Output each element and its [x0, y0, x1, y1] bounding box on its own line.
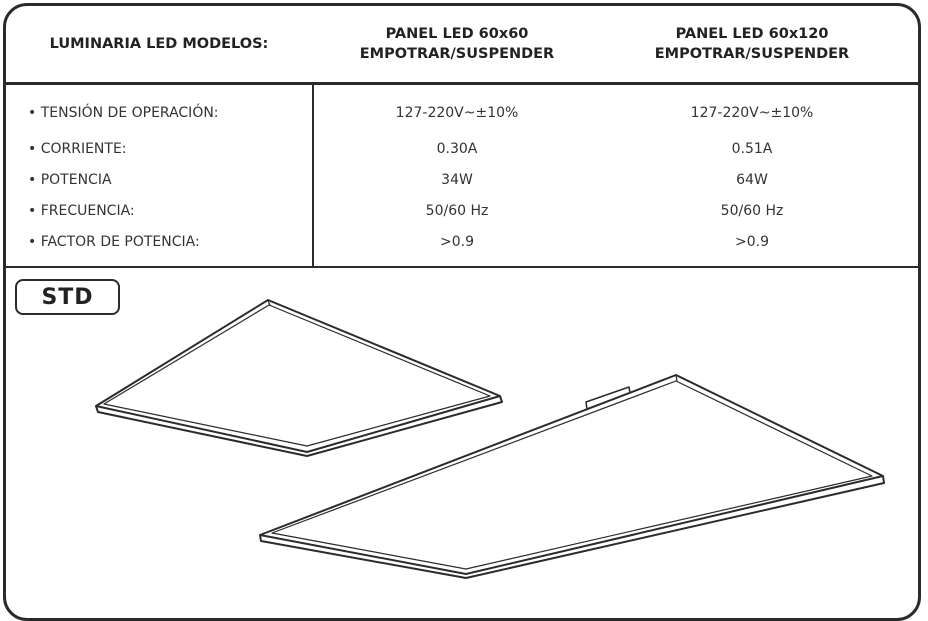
spec-value-60x120: >0.9 — [735, 234, 769, 250]
spec-table-body: • TENSIÓN DE OPERACIÓN: 127-220V~±10% 12… — [6, 85, 918, 268]
spec-value-60x120: 50/60 Hz — [720, 203, 784, 219]
spec-value-60x60: 34W — [441, 172, 473, 188]
header-panel-60x120: PANEL LED 60x120 EMPOTRAR/SUSPENDER — [654, 26, 850, 62]
spec-label: • FRECUENCIA: — [28, 203, 135, 219]
header-panel-60x60: PANEL LED 60x60 EMPOTRAR/SUSPENDER — [359, 26, 555, 62]
spec-value-60x60: 50/60 Hz — [425, 203, 489, 219]
column-divider — [312, 85, 314, 266]
spec-label: • POTENCIA — [28, 172, 112, 188]
spec-value-60x60: 127-220V~±10% — [395, 105, 519, 121]
spec-card: LUMINARIA LED MODELOS: PANEL LED 60x60 E… — [3, 3, 921, 621]
spec-value-60x60: >0.9 — [440, 234, 474, 250]
table-row: • TENSIÓN DE OPERACIÓN: 127-220V~±10% 12… — [6, 105, 918, 129]
spec-value-60x120: 127-220V~±10% — [690, 105, 814, 121]
table-row: • POTENCIA 34W 64W — [6, 172, 918, 196]
spec-label: • TENSIÓN DE OPERACIÓN: — [28, 105, 219, 121]
table-row: • FACTOR DE POTENCIA: >0.9 >0.9 — [6, 234, 918, 258]
table-row: • FRECUENCIA: 50/60 Hz 50/60 Hz — [6, 203, 918, 227]
spec-label: • FACTOR DE POTENCIA: — [28, 234, 200, 250]
table-row: • CORRIENTE: 0.30A 0.51A — [6, 141, 918, 165]
spec-value-60x60: 0.30A — [436, 141, 478, 157]
panel-60x120-drawing — [259, 374, 885, 579]
panel-60x60-drawing — [95, 299, 503, 457]
header-models-label: LUMINARIA LED MODELOS: — [49, 36, 269, 52]
spec-label: • CORRIENTE: — [28, 141, 127, 157]
spec-value-60x120: 0.51A — [731, 141, 773, 157]
std-badge: STD — [15, 279, 120, 315]
spec-value-60x120: 64W — [736, 172, 768, 188]
table-header: LUMINARIA LED MODELOS: PANEL LED 60x60 E… — [6, 6, 918, 85]
